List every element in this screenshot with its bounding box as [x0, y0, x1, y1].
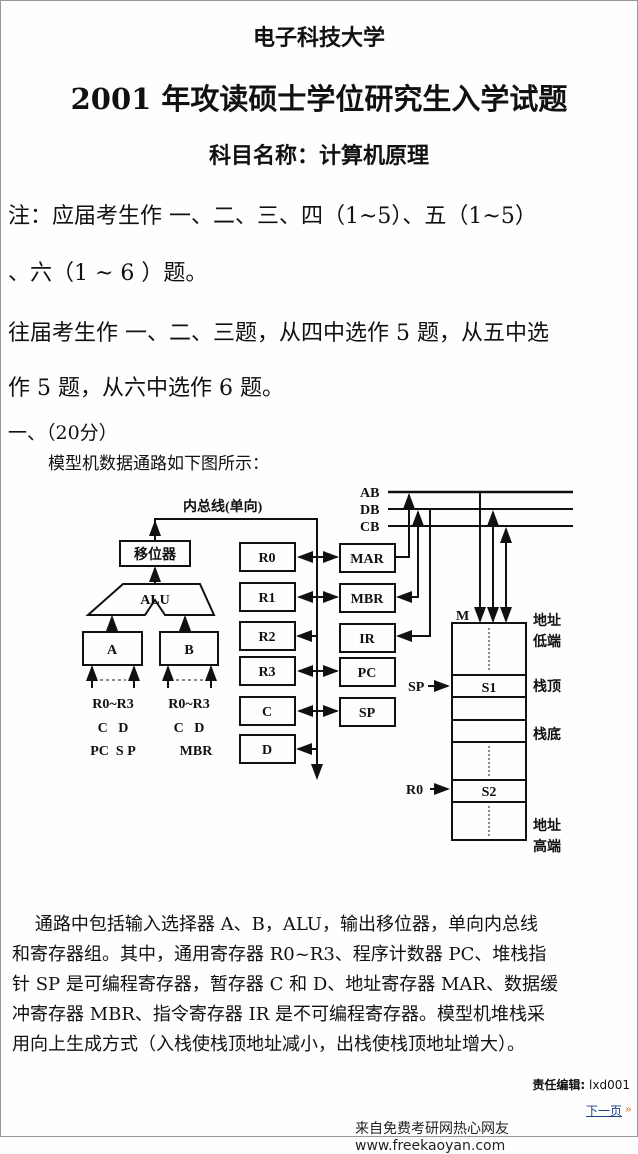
bus-cb-label: CB	[360, 520, 379, 535]
description-paragraph: 通路中包括输入选择器 A、B，ALU，输出移位器，单向内总线 和寄存器组。其中，…	[12, 910, 628, 1060]
special-register-label: MBR	[351, 592, 385, 607]
register-label: R2	[258, 630, 275, 645]
shifter-label: 移位器	[134, 546, 177, 563]
paragraph-line: 冲寄存器 MBR、指令寄存器 IR 是不可编程寄存器。模型机堆栈采	[12, 1004, 546, 1025]
paragraph-line: 和寄存器组。其中，通用寄存器 R0~R3、程序计数器 PC、堆栈指	[12, 944, 547, 965]
internal-bus	[154, 518, 323, 780]
source-watermark: 来自免费考研网热心网友www.freekaoyan.com	[355, 1121, 509, 1154]
cell-s2-label: S2	[482, 785, 497, 800]
special-register-label: SP	[359, 706, 376, 721]
side-label: 低端	[532, 633, 561, 650]
side-label: 栈底	[533, 726, 561, 743]
reg-b-box	[159, 631, 219, 666]
editor-credit: 责任编辑: lxd001	[532, 1076, 630, 1093]
question-heading: 一、（20分）	[8, 422, 118, 444]
exam-title: 2001 年攻读硕士学位研究生入学试题	[70, 82, 568, 116]
register-label: R1	[258, 591, 275, 606]
special-register-label: IR	[359, 632, 375, 647]
special-register-label: MAR	[350, 552, 384, 567]
paragraph-line: 用向上生成方式（入栈使栈顶地址减小，出栈使栈顶地址增大）。	[12, 1034, 525, 1055]
side-label: 地址	[533, 817, 561, 834]
register-label: R3	[258, 665, 275, 680]
a-input-label: PC S P	[90, 744, 136, 759]
side-label: 地址	[533, 612, 561, 629]
register-label: C	[262, 705, 272, 720]
next-page-link[interactable]: 下一页	[585, 1104, 622, 1118]
b-input-label: MBR	[180, 744, 214, 759]
next-arrow-icon: »	[624, 1102, 632, 1116]
memory-label: M	[456, 609, 469, 624]
a-input-label: R0~R3	[92, 697, 134, 712]
reg-a-label: A	[107, 643, 118, 658]
register-label: D	[262, 743, 272, 758]
editor-name: lxd001	[589, 1078, 630, 1092]
subject-title: 科目名称：计算机原理	[208, 143, 429, 169]
note-line: 往届考生作 一、二、三题，从四中选作 5 题，从五中选	[8, 321, 549, 346]
paragraph-line: 针 SP 是可编程寄存器，暂存器 C 和 D、地址寄存器 MAR、数据缓	[12, 974, 558, 995]
paragraph-line: 通路中包括输入选择器 A、B，ALU，输出移位器，单向内总线	[12, 914, 538, 935]
bus-label: 内总线(单向)	[183, 498, 263, 515]
reg-b-label: B	[184, 643, 193, 658]
special-register-label: PC	[358, 666, 377, 681]
r0-pointer-label: R0	[406, 783, 423, 798]
note-line: 、六（1 ~ 6 ）题。	[8, 261, 208, 286]
alu-label: ALU	[140, 593, 170, 608]
sp-pointer-label: SP	[408, 680, 425, 695]
side-label: 栈顶	[533, 678, 561, 695]
school-name: 电子科技大学	[252, 25, 385, 51]
note-line: 注：应届考生作 一、二、三、四（1~5）、五（1~5）	[8, 204, 537, 229]
b-input-label: C D	[174, 721, 205, 736]
bus-db-label: DB	[360, 503, 379, 518]
alu-shape	[85, 583, 216, 616]
register-label: R0	[258, 551, 275, 566]
cell-s1-label: S1	[482, 681, 497, 696]
editor-label: 责任编辑:	[532, 1078, 586, 1092]
memory-block	[451, 622, 527, 841]
bus-ab-label: AB	[360, 486, 379, 501]
side-label: 高端	[533, 838, 561, 855]
a-input-label: C D	[98, 721, 129, 736]
question-intro: 模型机数据通路如下图所示：	[48, 454, 269, 474]
note-line: 作 5 题，从六中选作 6 题。	[8, 376, 284, 401]
b-input-label: R0~R3	[168, 697, 210, 712]
